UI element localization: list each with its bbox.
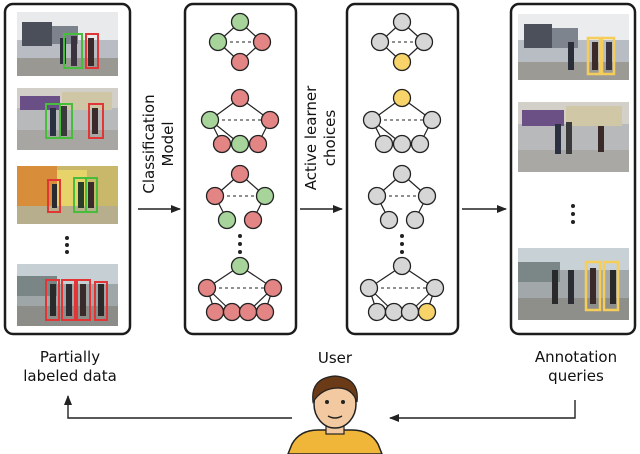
query-image bbox=[518, 14, 629, 80]
label-line: labeled data bbox=[23, 367, 117, 385]
graph-node-green bbox=[230, 134, 250, 154]
query-image bbox=[518, 248, 629, 320]
graph-node-red bbox=[260, 110, 280, 130]
user-avatar-icon bbox=[287, 375, 383, 454]
graph-node-red bbox=[230, 52, 250, 72]
graph-node-red bbox=[252, 32, 272, 52]
graph-node-gray bbox=[414, 32, 434, 52]
graph-node-red bbox=[255, 302, 275, 322]
graph-node-gray bbox=[392, 164, 412, 184]
partially-labeled-data-label: Partially labeled data bbox=[10, 348, 130, 386]
label-line: choices bbox=[321, 109, 339, 167]
label-line: Active learner bbox=[302, 85, 320, 191]
graph-node-gray bbox=[392, 256, 412, 276]
graph-node-gray bbox=[405, 210, 425, 230]
learner-graphs bbox=[359, 12, 445, 322]
graph-node-green bbox=[230, 256, 250, 276]
arrow-user-to-data bbox=[64, 395, 292, 419]
model-ellipsis bbox=[238, 234, 242, 254]
graph-node-red bbox=[248, 134, 268, 154]
learner-graph bbox=[370, 12, 434, 72]
model-graph bbox=[208, 12, 272, 72]
learner-ellipsis bbox=[400, 234, 404, 254]
graph-node-red bbox=[238, 302, 258, 322]
graph-node-gray bbox=[379, 210, 399, 230]
label-line: queries bbox=[548, 367, 604, 385]
labeled-image bbox=[17, 88, 118, 150]
graph-node-gray bbox=[425, 278, 445, 298]
graph-node-red bbox=[197, 278, 217, 298]
classification-model-label: Classification Model bbox=[140, 84, 180, 204]
label-line: Partially bbox=[39, 348, 101, 366]
graph-node-green bbox=[217, 210, 237, 230]
user-label: User bbox=[317, 349, 353, 367]
graph-node-gray bbox=[392, 12, 412, 32]
graph-node-yellow bbox=[392, 88, 412, 108]
graph-node-red bbox=[263, 278, 283, 298]
graph-node-red bbox=[205, 186, 225, 206]
label-line: Model bbox=[159, 121, 177, 167]
graph-node-yellow bbox=[417, 302, 437, 322]
labeled-image bbox=[17, 264, 118, 326]
graph-node-gray bbox=[362, 110, 382, 130]
graph-node-red bbox=[243, 210, 263, 230]
graph-node-green bbox=[230, 12, 250, 32]
graph-node-yellow bbox=[392, 52, 412, 72]
labeled-images bbox=[17, 12, 118, 326]
query-images bbox=[518, 14, 629, 320]
model-graph bbox=[205, 164, 275, 230]
graph-node-green bbox=[200, 110, 220, 130]
graph-node-gray bbox=[367, 186, 387, 206]
graph-node-red bbox=[230, 88, 250, 108]
label-line: Classification bbox=[140, 94, 158, 194]
graph-node-gray bbox=[410, 134, 430, 154]
graph-node-gray bbox=[384, 302, 404, 322]
graph-node-gray bbox=[359, 278, 379, 298]
annotation-queries-label: Annotation queries bbox=[520, 348, 632, 386]
graph-node-red bbox=[212, 134, 232, 154]
graph-node-gray bbox=[417, 186, 437, 206]
learner-graph bbox=[359, 256, 445, 322]
graph-node-gray bbox=[392, 134, 412, 154]
graph-node-green bbox=[208, 32, 228, 52]
graph-node-gray bbox=[422, 110, 442, 130]
active-learner-label: Active learner choices bbox=[302, 78, 342, 198]
learner-graph bbox=[367, 164, 437, 230]
graph-node-gray bbox=[367, 302, 387, 322]
labeled-image bbox=[17, 12, 118, 76]
graph-node-red bbox=[222, 302, 242, 322]
graph-node-gray bbox=[374, 134, 394, 154]
query-image bbox=[518, 102, 629, 172]
learner-graph bbox=[362, 88, 442, 154]
model-graph bbox=[197, 256, 283, 322]
graph-node-red bbox=[230, 164, 250, 184]
labeled-image bbox=[17, 166, 118, 224]
model-graphs bbox=[197, 12, 283, 322]
graph-node-red bbox=[205, 302, 225, 322]
graph-node-green bbox=[255, 186, 275, 206]
graph-node-gray bbox=[400, 302, 420, 322]
model-graph bbox=[200, 88, 280, 154]
graph-node-gray bbox=[370, 32, 390, 52]
arrow-queries-to-user bbox=[389, 400, 576, 422]
label-line: Annotation bbox=[534, 348, 618, 366]
